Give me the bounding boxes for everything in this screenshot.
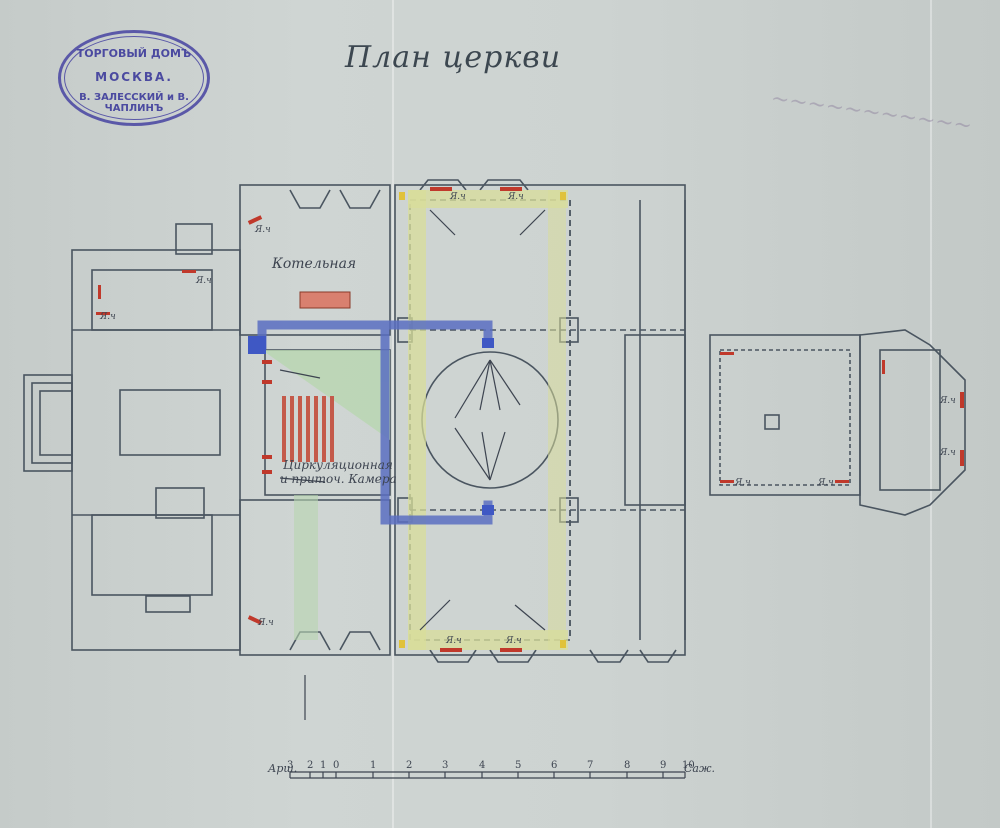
iconostasis-zone	[624, 334, 686, 506]
scale-label-sazhen: Саж.	[684, 762, 715, 775]
stove-mark: Я.ч	[735, 478, 751, 488]
scale-bar	[289, 771, 686, 779]
scale-tick-label: 5	[515, 760, 521, 771]
stove-mark: Я.ч	[508, 192, 524, 202]
drawing-title: План церкви	[345, 40, 562, 75]
scale-tick-label: 1	[370, 760, 376, 771]
scale-tick-label: 8	[624, 760, 630, 771]
yellow-wash-top	[408, 190, 568, 208]
stair-upper	[175, 223, 213, 255]
paper-fold	[930, 0, 932, 828]
stove-mark: Я.ч	[255, 225, 271, 235]
chamber-label-line2: и приточ. Камера	[280, 472, 397, 486]
scale-tick-label: 9	[660, 760, 666, 771]
heater-coils	[282, 396, 334, 462]
apse-outline	[859, 329, 966, 516]
scale-tick-label: 2	[307, 760, 313, 771]
stamp-line-1: ТОРГОВЫЙ ДОМЪ	[76, 47, 192, 60]
stove-markers	[96, 187, 964, 652]
scale-tick-label: 10	[682, 760, 695, 771]
west-room-lower	[91, 514, 213, 596]
stove-mark: Я.ч	[446, 636, 462, 646]
scale-tick-label: 6	[551, 760, 557, 771]
nave-outline	[394, 184, 686, 656]
stamp-inner-ring	[64, 36, 204, 120]
scale-label-arshin: Арш.	[268, 762, 298, 775]
stamp-line-3: В. ЗАЛЕССКИЙ и В. ЧАПЛИНЪ	[79, 92, 189, 114]
stair-inner	[155, 487, 205, 519]
altar-outline	[709, 334, 861, 496]
stove-mark: Я.ч	[506, 636, 522, 646]
scale-tick-label: 4	[479, 760, 485, 771]
central-dome-circle	[421, 351, 559, 489]
airflow-arrows	[279, 209, 546, 720]
stamp-outer-ring	[58, 30, 210, 126]
paper-fold	[392, 0, 394, 828]
stove-mark: Я.ч	[100, 312, 116, 322]
yellow-wash-right	[548, 190, 566, 650]
yellow-wash-left	[408, 190, 426, 650]
vent-squares	[399, 192, 566, 648]
scale-tick-label: 7	[587, 760, 593, 771]
stove-mark: Я.ч	[940, 448, 956, 458]
green-wash-shaft	[294, 495, 318, 640]
scale-tick-label: 0	[333, 760, 339, 771]
stamp-line-2: МОСКВА.	[95, 70, 173, 84]
scale-tick-label: 3	[442, 760, 448, 771]
scale-tick-label: 1	[320, 760, 326, 771]
stove-mark: Я.ч	[196, 276, 212, 286]
chamber-label-line1: Циркуляционная	[283, 458, 393, 472]
boiler-room-label: Котельная	[272, 256, 357, 272]
stove-mark: Я.ч	[818, 478, 834, 488]
company-stamp: ТОРГОВЫЙ ДОМЪ МОСКВА. В. ЗАЛЕССКИЙ и В. …	[58, 30, 210, 126]
boiler-room-outline	[239, 184, 391, 336]
west-vestibule	[119, 389, 221, 456]
altar-table	[764, 414, 780, 430]
yellow-wash-bottom	[408, 630, 568, 650]
boiler	[299, 291, 351, 309]
stove-mark: Я.ч	[940, 396, 956, 406]
scale-tick-label: 3	[287, 760, 293, 771]
stove-mark: Я.ч	[258, 618, 274, 628]
stair-lower	[145, 595, 191, 613]
stove-mark: Я.ч	[450, 192, 466, 202]
duct-inlet	[248, 336, 266, 354]
scale-tick-label: 2	[406, 760, 412, 771]
nave-inner-dashed	[409, 199, 571, 641]
west-wing-outline	[71, 249, 241, 651]
heating-duct-upper	[257, 320, 493, 350]
